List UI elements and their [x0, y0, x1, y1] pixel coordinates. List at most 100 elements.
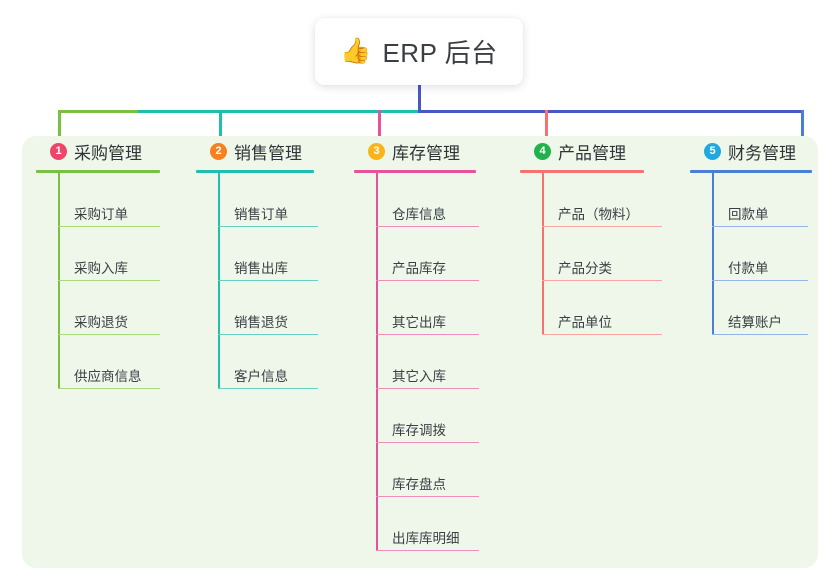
branch-spine: [58, 173, 60, 389]
branch-header-1[interactable]: 1 采购管理: [36, 136, 196, 166]
branch-item-label: 仓库信息: [392, 206, 446, 222]
branch-header-rule: [354, 170, 476, 173]
branch-item-rule: [542, 333, 662, 335]
branch-item-label: 销售退货: [234, 314, 288, 330]
branch-items: 仓库信息产品库存其它出库其它入库库存调拨库存盘点出库库明细: [354, 173, 520, 551]
branch-drop-2: [219, 110, 222, 150]
root-stem-connector: [418, 85, 421, 112]
branch-item[interactable]: 产品分类: [542, 227, 692, 281]
branch-item-label: 客户信息: [234, 368, 288, 384]
branch-item[interactable]: 销售订单: [218, 173, 354, 227]
branch-item-label: 产品分类: [558, 260, 612, 276]
branch-item-rule: [542, 225, 662, 227]
branch-item-rule: [376, 441, 479, 443]
branch-item[interactable]: 出库库明细: [376, 497, 520, 551]
mindmap-panel: 1 采购管理采购订单采购入库采购退货供应商信息 2 销售管理销售订单销售出库销售退货…: [22, 136, 818, 568]
branch-title: 产品管理: [558, 143, 626, 163]
rail-segment-1: [58, 110, 140, 113]
branch-item[interactable]: 采购入库: [58, 227, 196, 281]
branch-header-5[interactable]: 5 财务管理: [690, 136, 818, 166]
branch-item[interactable]: 库存调拨: [376, 389, 520, 443]
branch-item-label: 采购订单: [74, 206, 128, 222]
branch-item[interactable]: 产品（物料）: [542, 173, 692, 227]
branch-number-badge: 2: [210, 142, 227, 160]
branch-header-rule: [36, 170, 160, 173]
branch-spine: [376, 173, 378, 551]
branch-spine: [712, 173, 714, 335]
branch-drop-5: [801, 110, 804, 150]
branch-item[interactable]: 仓库信息: [376, 173, 520, 227]
branch-column-1: 1 采购管理采购订单采购入库采购退货供应商信息: [36, 136, 196, 389]
branch-title: 财务管理: [728, 143, 796, 163]
branch-drop-4: [545, 110, 548, 150]
branch-items: 采购订单采购入库采购退货供应商信息: [36, 173, 196, 389]
branch-item[interactable]: 产品单位: [542, 281, 692, 335]
branch-spine: [542, 173, 544, 335]
branch-item-label: 产品库存: [392, 260, 446, 276]
branch-item[interactable]: 库存盘点: [376, 443, 520, 497]
branch-item[interactable]: 结算账户: [712, 281, 818, 335]
branch-item-rule: [218, 387, 318, 389]
branch-item-rule: [376, 549, 479, 551]
root-node-title: ERP 后台: [382, 38, 498, 68]
branch-item-label: 付款单: [728, 260, 769, 276]
branch-item-rule: [58, 279, 160, 281]
branch-item-label: 回款单: [728, 206, 769, 222]
branch-item-rule: [218, 333, 318, 335]
branch-title: 库存管理: [392, 143, 460, 163]
branch-items: 产品（物料） 产品分类产品单位: [520, 173, 692, 335]
branch-item-label: 采购退货: [74, 314, 128, 330]
branch-header-2[interactable]: 2 销售管理: [196, 136, 354, 166]
branch-item-rule: [376, 387, 479, 389]
branch-item-label: 采购入库: [74, 260, 128, 276]
branch-drop-1: [58, 110, 61, 150]
branch-item[interactable]: 供应商信息: [58, 335, 196, 389]
branch-column-5: 5 财务管理回款单付款单结算账户: [690, 136, 818, 335]
branch-item[interactable]: 销售退货: [218, 281, 354, 335]
branch-item-label: 其它出库: [392, 314, 446, 330]
branch-item-rule: [58, 387, 160, 389]
branch-drop-3: [378, 110, 381, 150]
branch-header-rule: [196, 170, 314, 173]
branch-item-label: 销售出库: [234, 260, 288, 276]
branch-item[interactable]: 采购订单: [58, 173, 196, 227]
branch-number-badge: 5: [704, 142, 721, 160]
rail-segment-3: [278, 110, 420, 113]
rail-segment-2: [138, 110, 280, 113]
branch-item-label: 其它入库: [392, 368, 446, 384]
branch-item-rule: [376, 279, 479, 281]
branch-item[interactable]: 其它出库: [376, 281, 520, 335]
branch-item-label: 产品单位: [558, 314, 612, 330]
branch-item-label: 产品（物料）: [558, 206, 639, 222]
branch-title: 销售管理: [234, 143, 302, 163]
branch-item-label: 销售订单: [234, 206, 288, 222]
branch-item-rule: [376, 495, 479, 497]
branch-item-rule: [58, 225, 160, 227]
rail-segment-4: [418, 110, 560, 113]
branch-item-label: 出库库明细: [392, 530, 460, 546]
branch-number-badge: 1: [50, 142, 67, 160]
branch-item[interactable]: 客户信息: [218, 335, 354, 389]
branch-item-rule: [712, 333, 808, 335]
branch-item-rule: [712, 279, 808, 281]
branch-title: 采购管理: [74, 143, 142, 163]
branch-item[interactable]: 采购退货: [58, 281, 196, 335]
branch-header-rule: [520, 170, 644, 173]
branch-column-2: 2 销售管理销售订单销售出库销售退货客户信息: [196, 136, 354, 389]
root-node-card[interactable]: 👍 ERP 后台: [315, 18, 523, 85]
branch-item[interactable]: 其它入库: [376, 335, 520, 389]
branch-item-label: 库存调拨: [392, 422, 446, 438]
branch-item-label: 结算账户: [728, 314, 782, 330]
branch-item[interactable]: 产品库存: [376, 227, 520, 281]
branch-item[interactable]: 付款单: [712, 227, 818, 281]
branch-item[interactable]: 回款单: [712, 173, 818, 227]
branch-item[interactable]: 销售出库: [218, 227, 354, 281]
branch-item-rule: [218, 279, 318, 281]
branch-items: 回款单付款单结算账户: [690, 173, 818, 335]
branch-item-rule: [376, 333, 479, 335]
thumbs-up-icon: 👍: [340, 37, 372, 65]
rail-segment-5: [558, 110, 804, 113]
